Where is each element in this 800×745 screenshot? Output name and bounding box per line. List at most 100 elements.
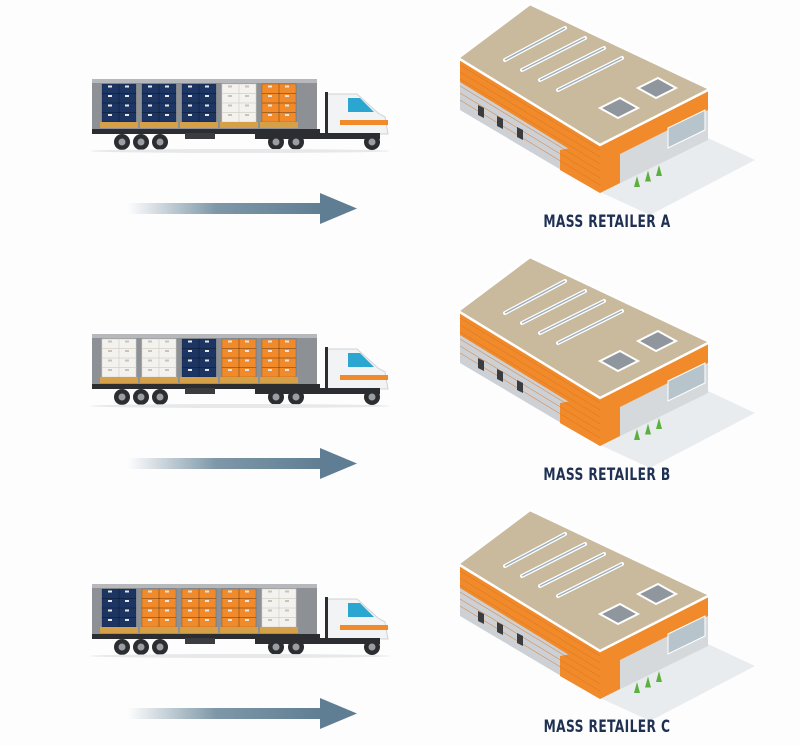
cladding-line (459, 317, 601, 404)
box-label (245, 350, 249, 352)
skylight-glass (521, 290, 586, 324)
pallet-navy (100, 83, 138, 128)
box-label (228, 369, 232, 371)
cab-stripe (340, 375, 388, 380)
trailer-chassis (92, 384, 320, 389)
box (238, 598, 257, 609)
cab-window (348, 603, 374, 617)
shrub (656, 671, 662, 682)
box (221, 598, 240, 609)
arrow-head (320, 448, 357, 479)
cladding-line (459, 324, 601, 411)
pallet-navy (100, 588, 138, 633)
box-label (165, 359, 169, 362)
box-label (268, 359, 272, 362)
box-label (228, 104, 232, 107)
hubcap (272, 138, 280, 146)
box-label (188, 95, 192, 97)
box-label (108, 350, 112, 352)
trailer-roof (92, 584, 317, 588)
box (118, 83, 137, 94)
landing-gear (185, 638, 215, 644)
wall-corner-orange (560, 649, 600, 699)
box (158, 607, 177, 618)
box-label (205, 104, 209, 107)
box-label (245, 340, 249, 343)
box (141, 607, 160, 618)
box-label (165, 369, 169, 371)
box-label (268, 114, 272, 116)
box (181, 357, 200, 368)
box (101, 607, 120, 618)
box-label (125, 590, 129, 593)
box (158, 102, 177, 113)
box-label (245, 600, 249, 602)
box-label (125, 359, 129, 362)
box-label (165, 350, 169, 352)
box (198, 338, 217, 349)
pallet-white (140, 338, 178, 383)
box-label (165, 609, 169, 612)
box-label (228, 350, 232, 352)
arrow-head (320, 698, 357, 729)
box-label (285, 95, 289, 97)
wall-right-orange (600, 88, 708, 193)
building-shadow (600, 391, 755, 468)
wooden-pallet (100, 377, 138, 383)
box (118, 598, 137, 609)
box (118, 93, 137, 104)
box-label (285, 359, 289, 362)
box-label (108, 369, 112, 371)
loading-door (478, 611, 484, 624)
box (278, 357, 297, 368)
box-label (165, 590, 169, 593)
box-label (205, 114, 209, 116)
cladding-line (459, 331, 601, 418)
box-label (285, 590, 289, 593)
shrub (634, 682, 640, 693)
cab-back (325, 347, 328, 391)
roof (455, 2, 713, 147)
hubcap (156, 643, 164, 651)
box-label (108, 590, 112, 593)
cargo-boxes (142, 589, 176, 627)
box-label (268, 590, 272, 593)
loading-door (517, 127, 523, 140)
hubcap (272, 393, 280, 401)
arrow-shaft (128, 708, 323, 719)
box-label (228, 609, 232, 612)
box-label (188, 590, 192, 593)
box-label (268, 619, 272, 621)
box-label (148, 609, 152, 612)
roof-hvac-unit (635, 582, 679, 606)
hubcap (272, 643, 280, 651)
box-label (285, 350, 289, 352)
box (198, 83, 217, 94)
box (261, 83, 280, 94)
landing-gear (185, 388, 215, 394)
box (221, 588, 240, 599)
box (118, 102, 137, 113)
box-label (165, 619, 169, 621)
retailer-label-a: MASS RETAILER A (543, 212, 671, 232)
pallet-orange (140, 588, 178, 633)
box-label (228, 114, 232, 116)
hubcap (118, 393, 126, 401)
cab-window (348, 98, 374, 112)
cab-window (348, 353, 374, 367)
box-label (245, 609, 249, 612)
box-label (285, 369, 289, 371)
wooden-pallet (100, 627, 138, 633)
cargo-boxes (222, 339, 256, 377)
cargo-boxes (262, 84, 296, 122)
box (101, 598, 120, 609)
loading-door (517, 380, 523, 393)
wooden-pallet (180, 122, 218, 128)
wooden-pallet (180, 627, 218, 633)
loading-door (478, 105, 484, 118)
arrow-head (320, 193, 357, 224)
box-label (125, 619, 129, 621)
box-label (245, 104, 249, 107)
skylight-glass (557, 563, 623, 597)
